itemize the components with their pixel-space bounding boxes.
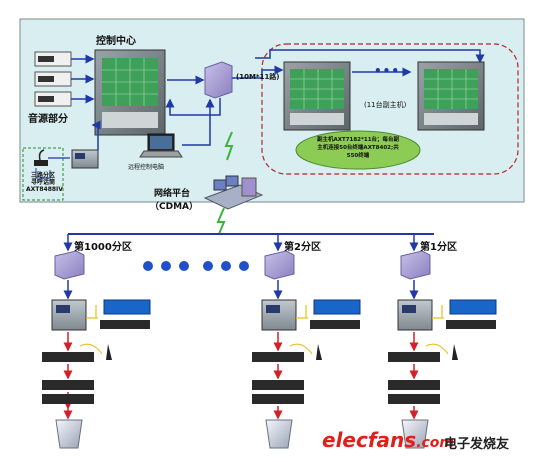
audio-source-label: 音源部分: [28, 114, 68, 125]
paging-mic-line-2: 寻呼话筒: [30, 179, 55, 186]
laptop-icon: [139, 133, 183, 158]
watermark-dotcom: .com: [416, 435, 455, 451]
zone-ellipsis-dots: [143, 261, 249, 271]
note-line-1: 副主机AXT7182*11台；每台副: [316, 137, 400, 143]
router-to-hosts-link: [232, 65, 284, 79]
watermark-brand: elecfans.com: [322, 428, 454, 452]
paging-mic-line-3: AXT8488IV: [26, 186, 63, 193]
sub-host-note: 副主机AXT7182*11台；每台副 主机连接50台终端AXT8402;共 55…: [302, 136, 414, 160]
mic-link: [35, 168, 51, 179]
audio-source-devices: [34, 51, 72, 107]
wireless-bolt-top: [224, 131, 234, 161]
zone-stack-1000: [42, 250, 151, 449]
paging-mic-line-1: 三路分区: [30, 172, 55, 179]
paging-mic-label: 三路分区 寻呼话筒 AXT8488IV: [26, 172, 63, 193]
wireless-bolt-bottom: [216, 207, 226, 235]
network-platform-title: 网络平台: [154, 189, 191, 199]
network-platform-subtitle: （CDMA）: [150, 202, 198, 212]
note-line-3: 550终端: [346, 153, 370, 159]
link-capacity-label: (10M*11路): [236, 73, 280, 81]
zone-label-2: 第2分区: [284, 242, 321, 253]
host-bus-link: [255, 49, 485, 64]
paging-microphone-icon: [34, 149, 48, 166]
zone-stack-1: [388, 250, 497, 449]
watermark-brand-name: elecfans: [322, 428, 417, 452]
zone-label-1000: 第1000分区: [74, 242, 132, 253]
zone-stack-2: [252, 250, 361, 449]
host-ellipsis: •••: [374, 64, 401, 78]
router-to-monitor-return: [165, 98, 221, 116]
network-platform-icon: [203, 175, 264, 210]
sub-host-count-label: (11台副主机): [364, 101, 407, 109]
note-line-2: 主机连接50台终端AXT8402;共: [317, 145, 399, 151]
note-bubble: [295, 130, 421, 170]
amp-to-monitor-link: [91, 120, 101, 150]
remote-control-label: 远程控制电脑: [128, 164, 165, 171]
amplifier-device-icon: [71, 149, 99, 169]
control-center-monitor: [94, 49, 166, 136]
laptop-link: [182, 98, 215, 146]
central-router-icon: [204, 61, 233, 99]
watermark-cn: 电子发烧友: [444, 437, 510, 452]
sub-host-group-border: [261, 43, 519, 175]
sub-host-monitor-last: [417, 61, 485, 131]
paging-mic-box: [22, 147, 64, 201]
control-center-title: 控制中心: [96, 36, 136, 47]
sub-host-monitor-first: [283, 61, 351, 131]
zone-label-1: 第1分区: [420, 242, 457, 253]
